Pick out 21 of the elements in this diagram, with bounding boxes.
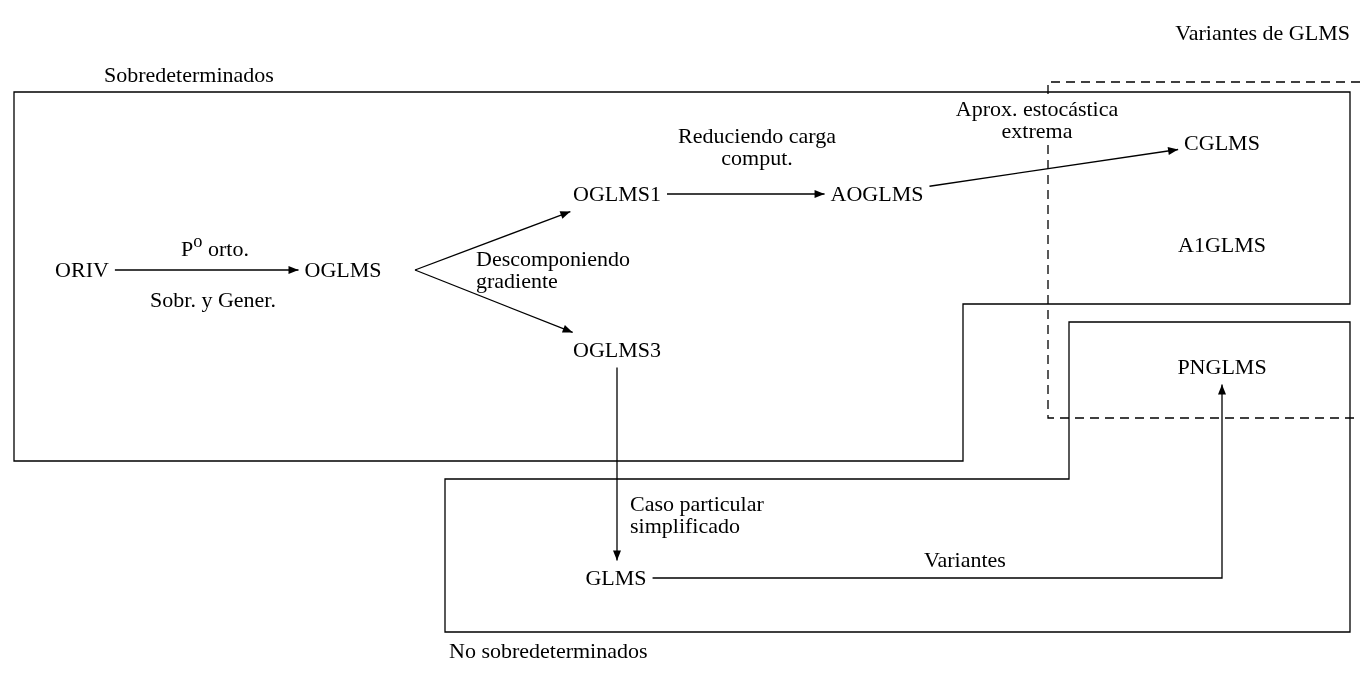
node-label: OGLMS: [304, 258, 382, 282]
text-label: Sobr. y Gener.: [149, 289, 277, 311]
node-label: OGLMS3: [573, 338, 661, 362]
arrow: [651, 383, 1226, 579]
node-label: GLMS: [585, 566, 647, 590]
arrow: [613, 366, 621, 562]
arrow: [414, 210, 571, 271]
text-label: Descomponiendo gradiente: [475, 248, 631, 292]
node-label: OGLMS1: [573, 182, 661, 206]
arrow: [928, 147, 1179, 187]
node-label: AOGLMS: [830, 182, 924, 206]
node-label: ORIV: [55, 258, 109, 282]
node-label: A1GLMS: [1178, 233, 1266, 257]
region-title: Sobredeterminados: [104, 63, 274, 87]
region-title: No sobredeterminados: [449, 639, 648, 663]
arrow: [414, 269, 574, 334]
arrow: [666, 190, 826, 198]
arrow: [114, 266, 300, 274]
node-label: PNGLMS: [1177, 355, 1267, 379]
region-title: Variantes de GLMS: [1175, 21, 1350, 45]
node-label: CGLMS: [1184, 131, 1260, 155]
